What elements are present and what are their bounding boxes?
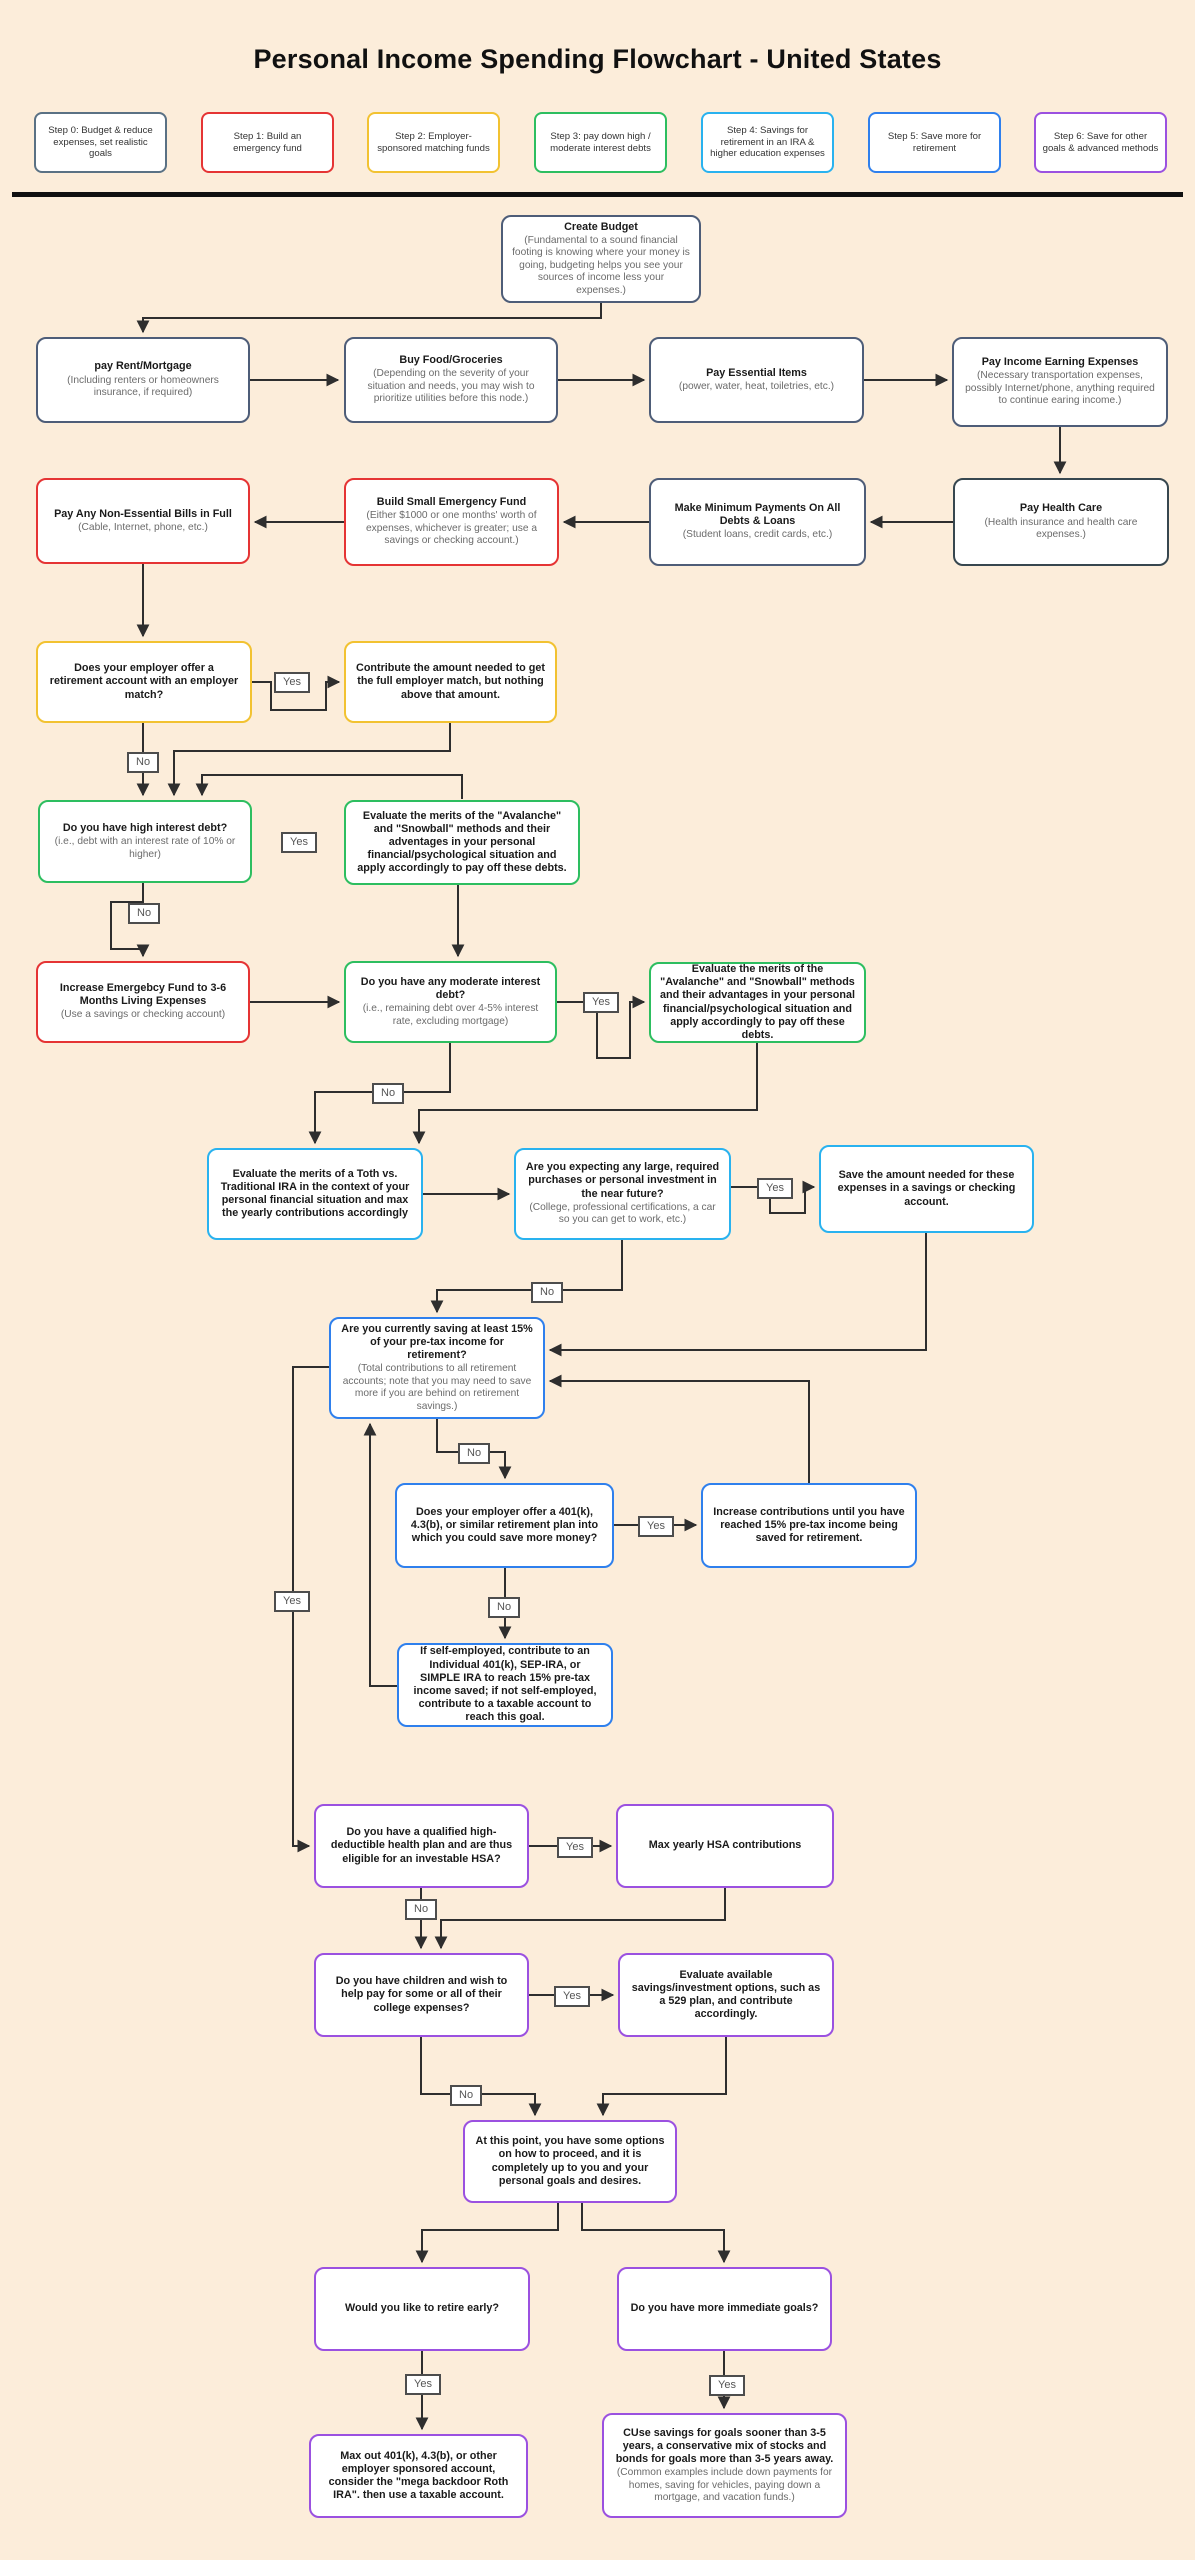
- edge-avalanche2-to-roth: [412, 1043, 758, 1145]
- edge-purchaseq-no: [430, 1240, 623, 1314]
- edge-529-to-atpoint: [596, 2037, 727, 2117]
- edge-maxhsa-to-college: [434, 1888, 726, 1950]
- edge-increasecontrib-to-15q: [548, 1374, 810, 1483]
- edge-avalanche1-loop: [195, 774, 463, 799]
- divider-bar: [12, 192, 1183, 197]
- edge-college-no: [420, 2037, 542, 2117]
- edge-contribute-to-highdebt: [167, 723, 451, 797]
- edge-highdebt-no: [110, 883, 150, 958]
- edge-moderate-yes: [557, 995, 646, 1059]
- edge-moderate-no: [308, 1043, 451, 1145]
- edge-matchq-yes: [252, 675, 341, 711]
- edge-purchaseq-yes: [731, 1180, 816, 1214]
- edge-budget-to-rent: [136, 303, 602, 334]
- edge-atpoint-to-retire: [415, 2203, 559, 2264]
- edge-15q-yes: [292, 1366, 329, 1853]
- edge-15q-no: [436, 1419, 512, 1480]
- edge-selfemployed-to-15q: [363, 1422, 397, 1687]
- page-title: Personal Income Spending Flowchart - Uni…: [253, 44, 942, 74]
- edge-atpoint-to-goals: [581, 2203, 731, 2264]
- edge-save-to-15q: [548, 1233, 927, 1357]
